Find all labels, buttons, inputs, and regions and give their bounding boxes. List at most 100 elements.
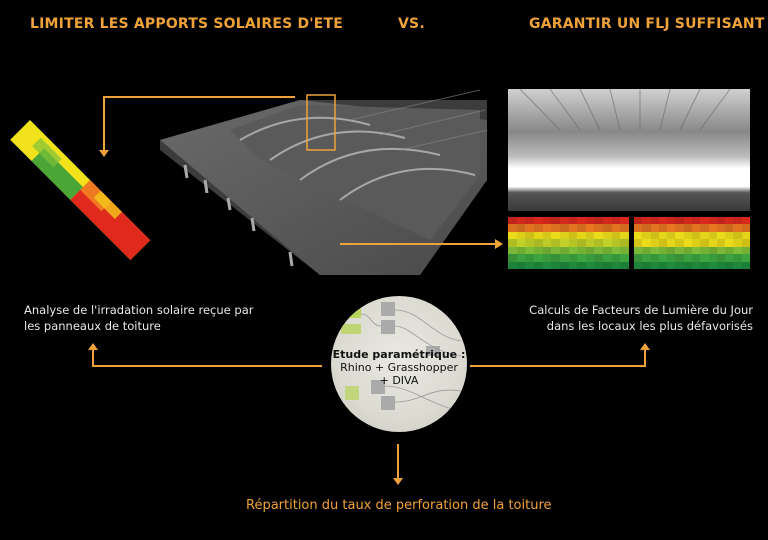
heatmap-cell	[542, 217, 552, 225]
heatmap-cell	[603, 239, 612, 247]
heatmap-cell	[516, 224, 526, 232]
heatmap-cell	[708, 254, 717, 262]
heatmap-cell	[525, 254, 534, 262]
heatmap-cell	[620, 224, 629, 232]
irradiation-strip	[10, 120, 151, 261]
flow-arrows	[92, 96, 646, 478]
heatmap-cell	[594, 246, 604, 255]
heatmap-cell	[611, 254, 621, 262]
heatmap-cell	[667, 224, 676, 232]
parametric-study-tools: Rhino + Grasshopper	[340, 361, 458, 374]
heatmap-cell	[585, 239, 595, 247]
heatmap-cell	[667, 246, 676, 255]
heatmap-cell	[733, 246, 742, 255]
arrowhead-up-left	[88, 343, 98, 350]
heatmap-cell	[700, 217, 709, 225]
heatmap-cell	[577, 246, 586, 255]
right-title: GARANTIR UN FLJ SUFFISANT	[529, 16, 765, 32]
arrowhead-right	[495, 239, 503, 249]
heatmap-cell	[675, 231, 684, 240]
heatmap-cell	[594, 261, 604, 269]
heatmap-cell	[611, 261, 621, 269]
heatmap-cell	[658, 254, 668, 262]
heatmap-cell	[542, 261, 552, 269]
heatmap-cell	[683, 254, 692, 262]
heatmap-cell	[594, 239, 604, 247]
heatmap-cell	[700, 224, 709, 232]
daylight-heatmap-right	[634, 217, 750, 269]
right-caption-line-2: dans les locaux les plus défavorisés	[546, 319, 753, 333]
heatmap-cell	[542, 231, 552, 240]
heatmap-cell	[642, 254, 651, 262]
heatmap-cell	[516, 217, 526, 225]
heatmap-cell	[733, 239, 742, 247]
heatmap-cell	[525, 246, 534, 255]
heatmap-cell	[577, 261, 586, 269]
heatmap-cell	[559, 231, 569, 240]
heatmap-cell	[675, 224, 684, 232]
heatmap-cell	[634, 217, 643, 225]
left-title: LIMITER LES APPORTS SOLAIRES D'ETE	[30, 16, 344, 32]
parametric-study-title: Etude paramétrique :	[332, 348, 466, 361]
heatmap-cell	[683, 231, 692, 240]
arrow-node-to-left-caption	[92, 350, 322, 367]
heatmap-cell	[675, 246, 684, 255]
heatmap-cell	[667, 254, 676, 262]
heatmap-cell	[577, 217, 586, 225]
heatmap-cell	[594, 224, 604, 232]
arrow-model-to-strip	[103, 96, 295, 150]
arrow-heads	[88, 150, 650, 485]
heatmap-cell	[508, 231, 517, 240]
heatmap-cell	[568, 231, 578, 240]
heatmap-cell	[691, 217, 701, 225]
heatmap-cell	[559, 246, 569, 255]
grasshopper-canvas-icon	[341, 302, 462, 412]
daylight-heatmap-left	[508, 217, 629, 269]
parametric-study-tools-2: + DIVA	[379, 374, 419, 387]
heatmap-cell	[642, 224, 651, 232]
heatmap-cell	[542, 224, 552, 232]
heatmap-cell	[568, 224, 578, 232]
heatmap-cell	[675, 261, 684, 269]
heatmap-cell	[516, 261, 526, 269]
heatmap-cell	[603, 224, 612, 232]
heatmap-cell	[658, 261, 668, 269]
heatmap-cell	[716, 224, 726, 232]
heatmap-cell	[611, 231, 621, 240]
heatmap-cell	[683, 246, 692, 255]
heatmap-cell	[741, 254, 750, 262]
heatmap-cell	[691, 239, 701, 247]
heatmap-cell	[568, 246, 578, 255]
heatmap-cell	[700, 261, 709, 269]
heatmap-cell	[658, 217, 668, 225]
heatmap-cell	[634, 261, 643, 269]
heatmap-cell	[603, 217, 612, 225]
heatmap-cell	[634, 254, 643, 262]
heatmap-cell	[516, 254, 526, 262]
heatmap-cell	[642, 231, 651, 240]
heatmap-cell	[675, 239, 684, 247]
heatmap-cell	[708, 261, 717, 269]
heatmap-cell	[642, 239, 651, 247]
heatmap-cell	[741, 224, 750, 232]
heatmap-cell	[733, 224, 742, 232]
parametric-study-node: Etude paramétrique : Rhino + Grasshopper…	[331, 296, 467, 432]
heatmap-cell	[620, 239, 629, 247]
heatmap-cell	[559, 239, 569, 247]
heatmap-cell	[568, 217, 578, 225]
heatmap-cell	[658, 231, 668, 240]
heatmap-cell	[620, 254, 629, 262]
heatmap-cell	[508, 239, 517, 247]
heatmap-cell	[620, 217, 629, 225]
vs-label: VS.	[398, 16, 425, 32]
heatmap-cell	[708, 217, 717, 225]
heatmap-cell	[725, 217, 734, 225]
heatmap-cell	[508, 217, 517, 225]
heatmap-cell	[525, 231, 534, 240]
heatmap-cell	[594, 217, 604, 225]
arrowhead-down-left	[99, 150, 109, 157]
heatmap-cell	[683, 239, 692, 247]
heatmap-cell	[568, 254, 578, 262]
heatmap-cell	[700, 239, 709, 247]
heatmap-cell	[708, 246, 717, 255]
